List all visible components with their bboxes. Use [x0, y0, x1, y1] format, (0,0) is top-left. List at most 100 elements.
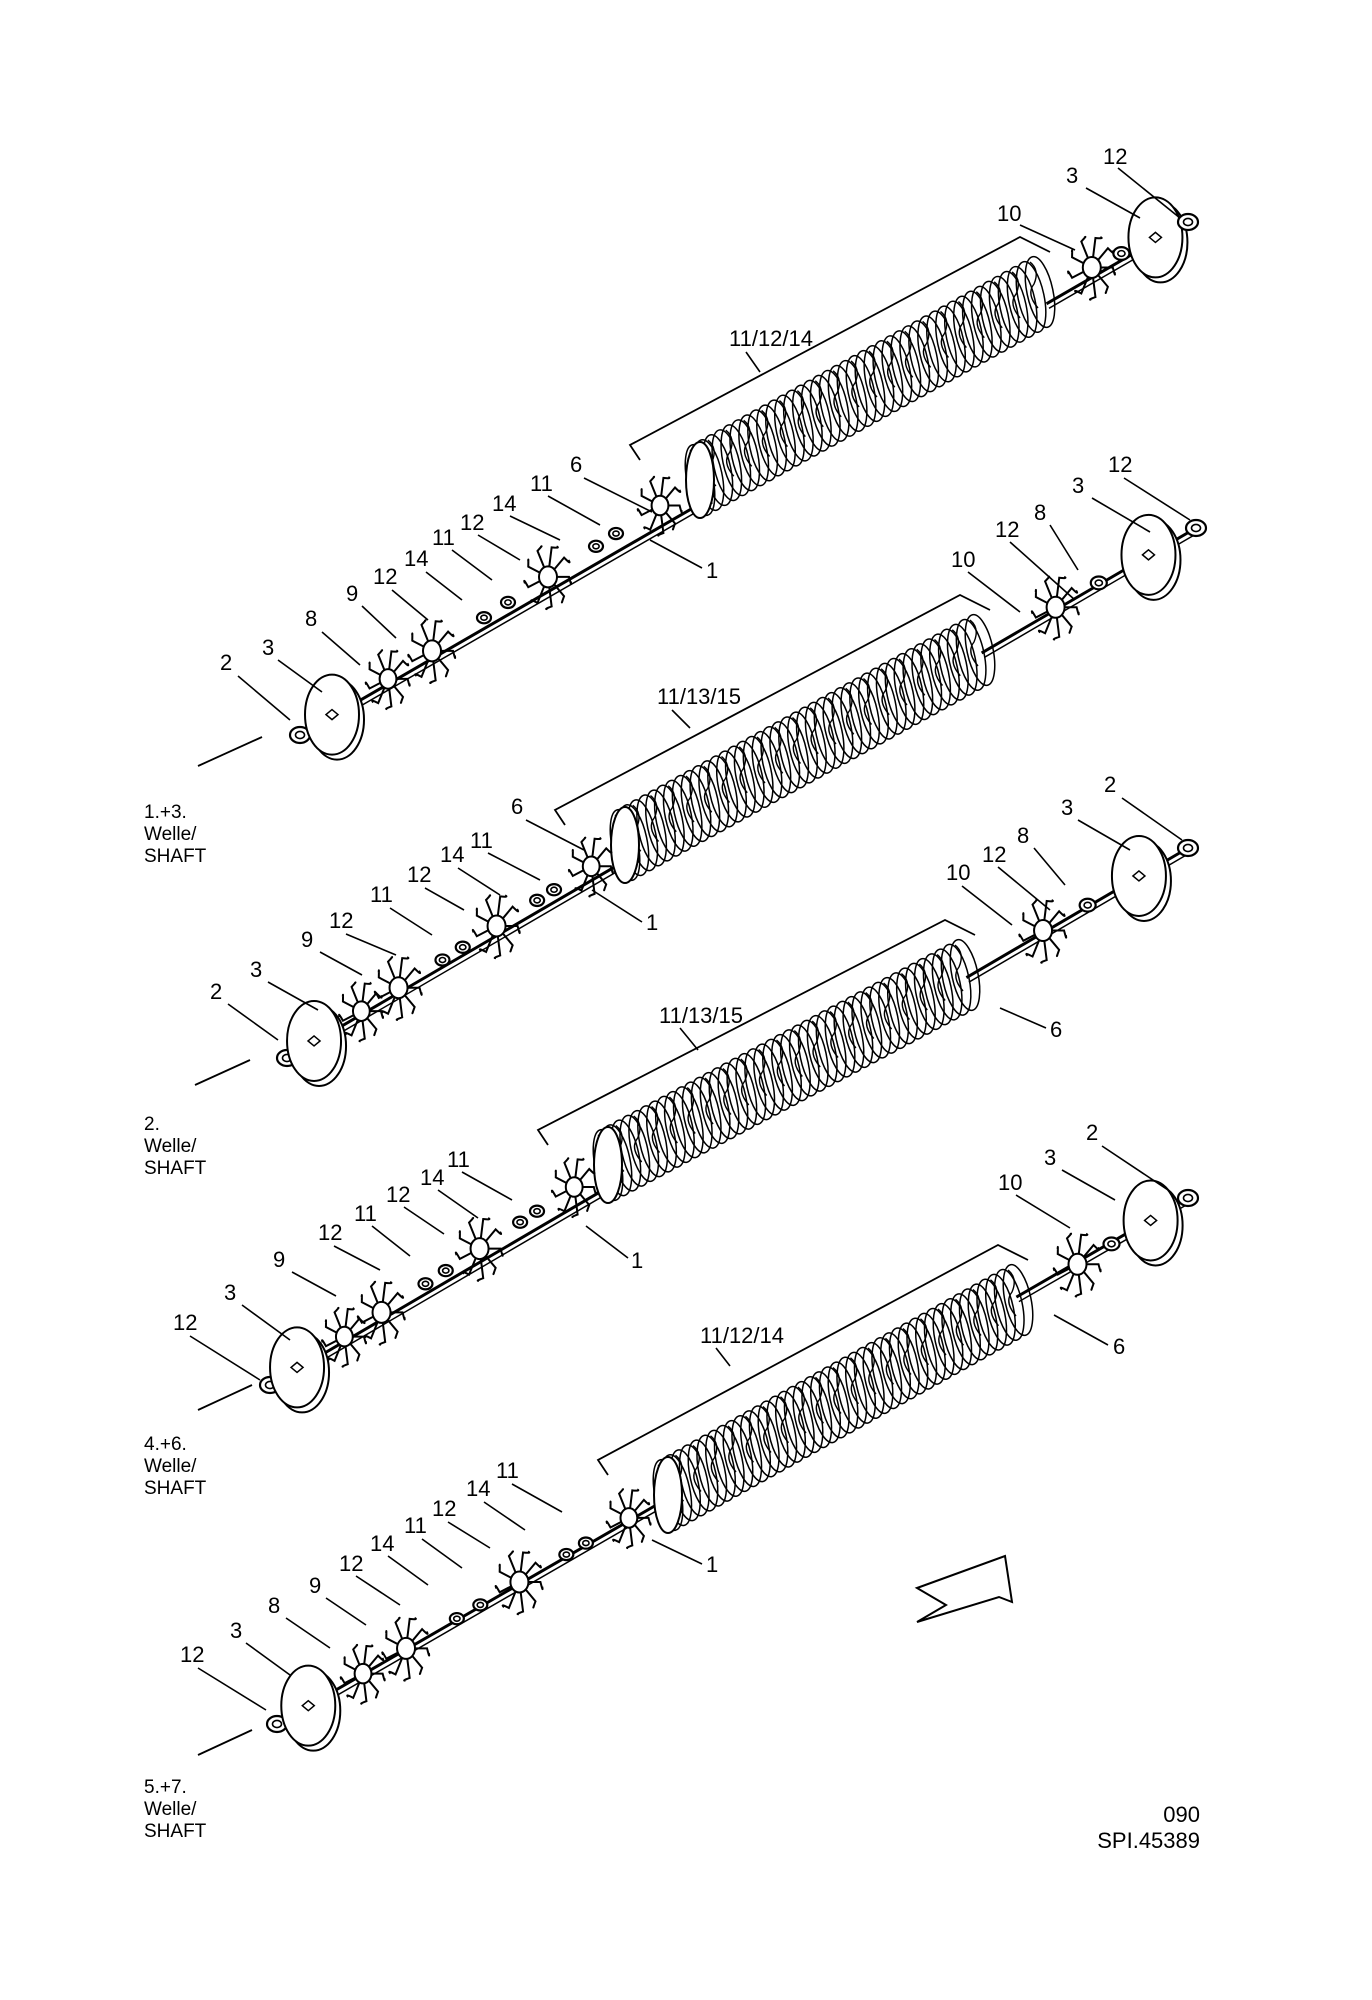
- leader-line: [387, 1555, 429, 1586]
- brush-tine-ring: [765, 399, 797, 472]
- star-tine: [414, 650, 433, 679]
- star-tine: [373, 986, 400, 1000]
- brush-tine-ring: [822, 691, 854, 765]
- star-tine: [411, 632, 433, 652]
- brush-bracket: [553, 593, 991, 826]
- brush-bracket: [596, 1243, 1029, 1476]
- star-tine: [545, 576, 553, 611]
- brush-tine-ring: [827, 364, 859, 437]
- leader-line: [679, 1027, 699, 1051]
- callout-label: 12: [432, 1496, 456, 1521]
- brush-tine-ring: [795, 706, 827, 779]
- star-tine: [530, 576, 549, 605]
- star-wheel: [373, 956, 423, 1021]
- brush-tine-ring: [671, 774, 703, 847]
- brush-tine-ring: [949, 938, 981, 1012]
- washer: [1112, 246, 1131, 262]
- star-hub: [371, 1300, 392, 1324]
- brush-tine-ring: [863, 344, 895, 418]
- brush-tine-ring: [824, 1005, 856, 1078]
- star-tine: [574, 865, 593, 892]
- star-tine: [341, 993, 362, 1013]
- shaft-assembly-1: [197, 196, 1200, 767]
- brush-tine-ring: [713, 1424, 745, 1497]
- star-tine: [429, 650, 437, 685]
- brush-tine-ring: [791, 384, 823, 457]
- brush-tine-ring: [813, 696, 845, 769]
- leader-line: [1009, 541, 1076, 601]
- star-tine: [494, 1581, 520, 1594]
- leader-line: [319, 951, 363, 976]
- star-tine: [362, 1672, 380, 1699]
- callout-label: 12: [386, 1182, 410, 1207]
- shaft-caption: 1.+3. Welle/ SHAFT: [144, 802, 207, 867]
- star-tine: [628, 1498, 651, 1519]
- end-disc: [304, 673, 365, 761]
- brush-tine-ring: [738, 414, 770, 487]
- callout-label: 12: [373, 564, 397, 589]
- brush-tine-ring: [742, 735, 774, 808]
- end-disc-square-hole: [1141, 548, 1156, 561]
- star-tine: [1076, 1263, 1095, 1291]
- washer-hole: [458, 943, 467, 951]
- callout-label: 3: [224, 1280, 236, 1305]
- brush-tine-ring: [955, 618, 987, 691]
- washer: [558, 1547, 575, 1562]
- callout-label: 8: [305, 606, 317, 631]
- star-tine: [350, 981, 363, 1012]
- star-wheel: [1067, 235, 1116, 301]
- star-hub: [422, 639, 442, 663]
- washer-hole: [550, 886, 558, 894]
- washer: [512, 1215, 529, 1229]
- brush-tine-ring: [946, 623, 978, 696]
- brush-tine-ring: [923, 1307, 955, 1380]
- star-tine: [659, 476, 671, 506]
- brush-tine-ring: [779, 1029, 811, 1102]
- shaft-label-de: Welle/: [144, 1456, 197, 1477]
- star-tine: [1074, 1264, 1083, 1298]
- brush-tine-ring: [696, 1434, 728, 1507]
- brush-tine-ring: [931, 948, 963, 1021]
- star-tine: [343, 1307, 355, 1337]
- star-hub: [564, 1176, 584, 1198]
- callout-label: 6: [1050, 1017, 1062, 1042]
- leader-line: [391, 589, 429, 621]
- star-hub: [581, 855, 601, 878]
- brush-tine-ring: [766, 1395, 798, 1468]
- washer-hole: [476, 1601, 485, 1609]
- leader-line: [447, 1521, 491, 1549]
- star-hub: [396, 1636, 417, 1660]
- callout-label: 12: [173, 1310, 197, 1335]
- leader-line: [424, 887, 465, 911]
- brush-tine-ring: [788, 1024, 820, 1097]
- star-tine: [627, 1488, 640, 1519]
- star-tine: [640, 488, 661, 507]
- end-disc: [286, 999, 348, 1087]
- star-tine: [377, 969, 400, 989]
- brush-bracket: [536, 918, 976, 1146]
- washer-hole: [421, 1280, 430, 1288]
- brush-tine-ring: [926, 310, 958, 383]
- star-tine: [484, 894, 498, 927]
- star-tine: [580, 836, 593, 867]
- brush-tine-ring: [940, 943, 972, 1016]
- leader-line: [745, 351, 761, 373]
- star-tine: [467, 1216, 481, 1249]
- brush-tine-ring: [778, 716, 810, 789]
- callout-label: 11: [432, 525, 455, 550]
- star-tine: [547, 576, 566, 604]
- brush-tine-ring: [1015, 260, 1047, 334]
- star-tine: [476, 1248, 485, 1282]
- callout-label: 12: [329, 908, 353, 933]
- brush-tine-ring: [860, 986, 892, 1059]
- star-tine: [518, 1550, 531, 1583]
- leader-line: [425, 571, 463, 601]
- star-tine: [371, 678, 389, 705]
- brush-tine-ring: [941, 1298, 973, 1371]
- star-tine: [660, 504, 683, 514]
- star-tine: [368, 661, 389, 680]
- callout-label: 2: [1086, 1120, 1098, 1145]
- callout-label: 2: [1104, 772, 1116, 797]
- star-tine: [358, 1011, 366, 1043]
- brush-tine-ring: [748, 1405, 780, 1478]
